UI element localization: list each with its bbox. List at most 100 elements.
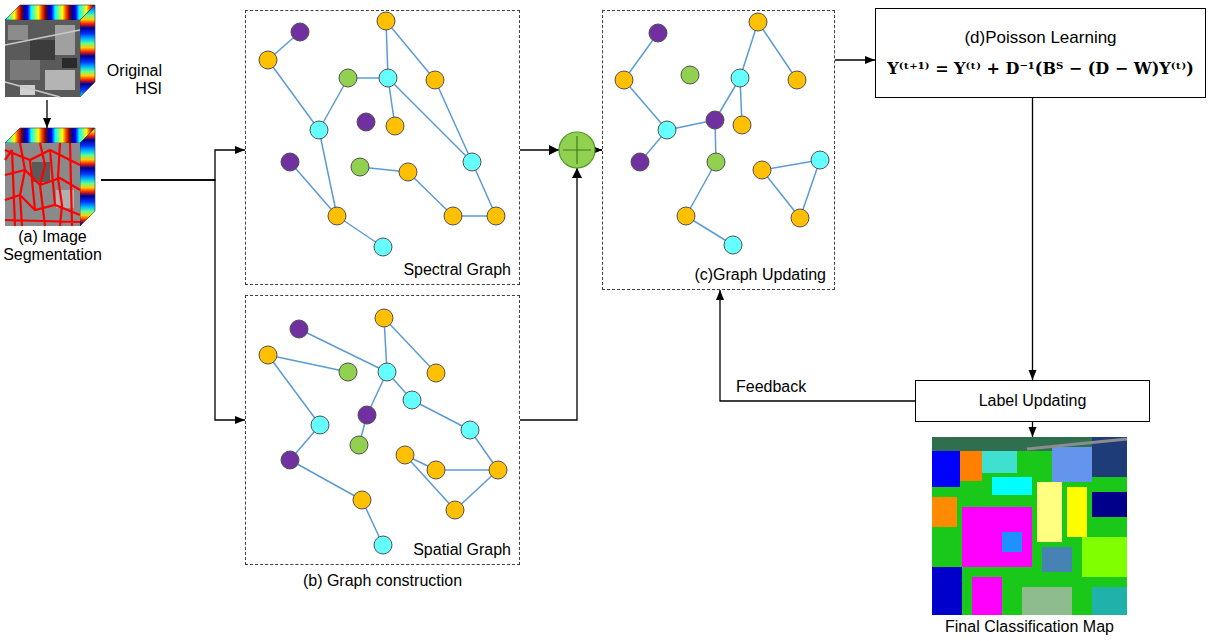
illustration-shape [259,12,505,256]
illustration-shape [80,5,95,97]
arrow-head [549,145,559,155]
graph-vertex [707,153,725,171]
process-box: (d)Poisson LearningY⁽ᵗ⁺¹⁾ = Y⁽ᵗ⁾ + D⁻¹(B… [875,8,1206,98]
classification-map-image [932,437,1127,615]
graph-vertex [811,151,829,169]
node-label: Original HSI [98,62,162,99]
graph-vertex [311,416,329,434]
graph-vertex [461,421,479,439]
graph-panel: Spatial Graph [245,295,520,565]
graph-vertex [396,446,414,464]
graph-vertex [731,69,749,87]
illustration-shape [5,5,95,20]
illustration-shape [5,20,80,97]
illustration-shape [5,128,95,143]
graph-edge [290,460,362,500]
graph-vertex [377,12,395,30]
graph-vertex [379,69,397,87]
map-region [1002,532,1022,552]
map-region [960,451,982,481]
node-label: Final Classification Map [907,618,1152,636]
graph-vertex [374,536,392,554]
graph-vertex [291,23,309,41]
graph-vertex [658,121,676,139]
graph-vertex [358,406,376,424]
hsi-cube: Original HSI [5,5,97,97]
graph-vertex [427,461,445,479]
graph-vertex [489,461,507,479]
map-region [1042,547,1072,572]
map-region [992,477,1032,495]
node-label: Spatial Graph [413,541,511,559]
map-region [1082,537,1127,577]
illustration-shape [5,143,80,226]
graph-vertex [463,153,481,171]
map-region [1092,587,1127,615]
node-label: (c)Graph Updating [694,266,826,284]
graph-edge [290,162,337,216]
graph-vertex [426,71,444,89]
graph-vertex [403,391,421,409]
map-region [932,567,962,615]
graph-edge [412,400,470,430]
graph-edge [268,355,320,425]
illustration-shape [5,30,80,97]
flow-arrow [46,100,47,128]
graph-vertex [350,436,368,454]
graph-vertex [386,117,404,135]
flow-arrow [101,180,245,420]
map-road [1027,439,1127,449]
graph-edge [319,130,337,216]
illustration-shape [62,58,77,68]
graph-vertex [281,153,299,171]
arrow-head [572,168,582,178]
graph-vertex [259,51,277,69]
node-label: (d)Poisson Learning [964,28,1116,48]
process-box: Label Updating [915,380,1150,422]
plus-sign [563,136,591,164]
flow-arrow [520,150,602,420]
graph-illustrations [259,12,829,554]
edge-label: Feedback [734,378,808,396]
graph-vertex [375,309,393,327]
graph-edge [624,80,667,130]
graph-vertex [290,320,308,338]
graph-vertex [681,66,699,84]
graph-panel: (c)Graph Updating [602,10,835,290]
illustration-shape [268,21,496,247]
graph-vertex [310,121,328,139]
graph-vertex [357,113,375,131]
graph-vertex [427,364,445,382]
illustration-shape [30,40,55,60]
map-region [932,497,957,527]
graph-edge [268,355,348,372]
sum-junction [559,132,595,168]
graph-vertex [733,116,751,134]
flow-arrow [835,59,875,60]
flow-arrow [1032,98,1033,380]
graph-vertex [649,24,667,42]
graph-vertex [446,501,464,519]
segmented-cube-image [5,128,95,226]
node-label: (a) Image Segmentation [0,228,105,265]
graph-edge [405,455,455,510]
graph-edge [758,22,797,80]
map-region [1037,482,1062,542]
map-region [932,451,960,487]
map-region [1052,447,1092,482]
graph-vertex [328,207,346,225]
graph-panel: Spectral Graph [245,10,520,285]
flow-arrow [101,150,245,180]
hsi-cube-image [5,5,95,97]
node-label: Y⁽ᵗ⁺¹⁾ = Y⁽ᵗ⁾ + D⁻¹(Bᵀ − (D − W)Y⁽ᵗ⁾) [887,60,1194,78]
graph-vertex [339,363,357,381]
graph-vertex [374,238,392,256]
segmented-cube: (a) Image Segmentation [5,128,97,226]
flow-arrow [720,290,915,401]
graph-vertex [631,153,649,171]
map-region [972,577,1002,615]
graph-vertex [399,163,417,181]
illustration-shape [45,70,75,90]
graph-vertex [351,158,369,176]
